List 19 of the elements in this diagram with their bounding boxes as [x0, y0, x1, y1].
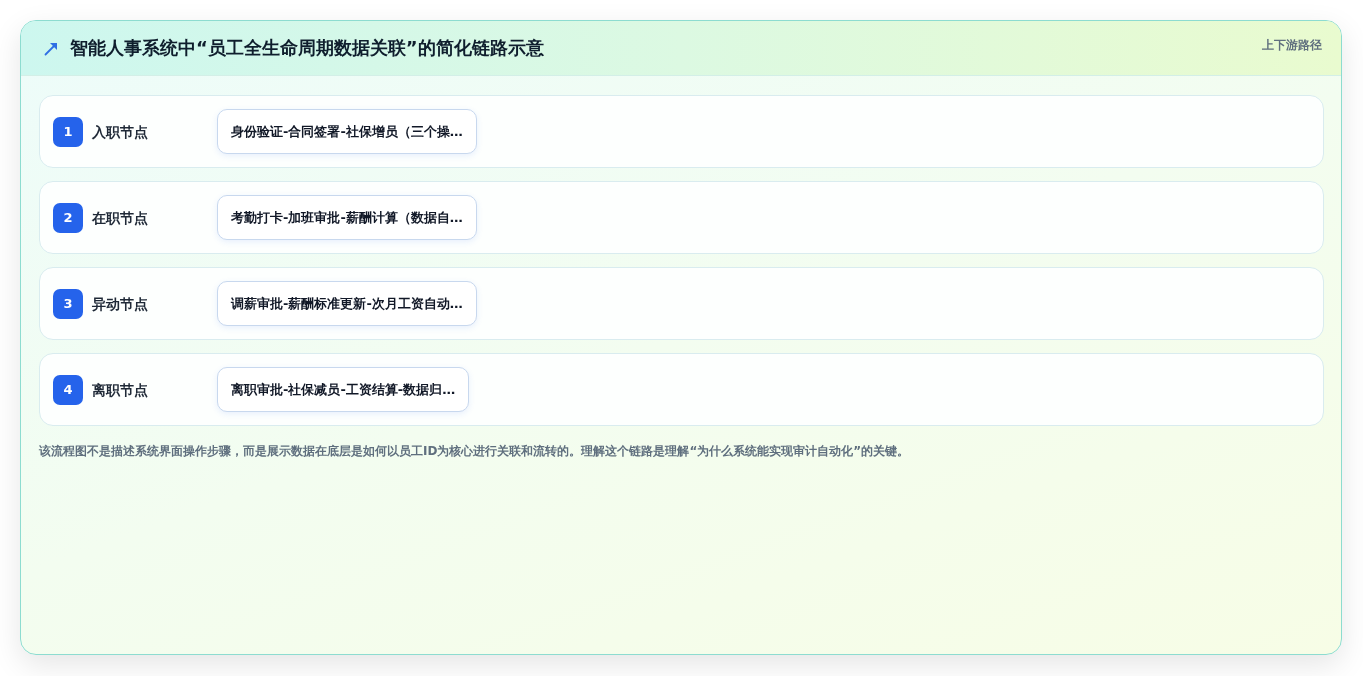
step-label: 离职节点 — [92, 381, 148, 400]
step-row-card — [39, 353, 1324, 426]
step-label: 异动节点 — [92, 295, 148, 314]
step-detail-box: 考勤打卡-加班审批-薪酬计算（数据自… — [217, 195, 477, 240]
step-row-card — [39, 181, 1324, 254]
step-number-badge: 1 — [53, 117, 83, 147]
step-row-card — [39, 267, 1324, 340]
step-detail-box: 身份验证-合同签署-社保增员（三个操… — [217, 109, 477, 154]
header-note: 上下游路径 — [1262, 37, 1322, 53]
title-text: 智能人事系统中“员工全生命周期数据关联”的简化链路示意 — [70, 36, 544, 60]
step-row-card — [39, 95, 1324, 168]
footnote-text: 该流程图不是描述系统界面操作步骤，而是展示数据在底层是如何以员工ID为核心进行关联和流转的。理解这个链路是理解“为什么系统能实现审计自动化”的关键。 — [39, 443, 910, 459]
step-number-badge: 2 — [53, 203, 83, 233]
step-detail-box: 离职审批-社保减员-工资结算-数据归… — [217, 367, 470, 412]
step-number-badge: 3 — [53, 289, 83, 319]
step-label: 在职节点 — [92, 209, 148, 228]
step-label: 入职节点 — [92, 123, 148, 142]
step-number-badge: 4 — [53, 375, 83, 405]
step-detail-box: 调薪审批-薪酬标准更新-次月工资自动… — [217, 281, 477, 326]
